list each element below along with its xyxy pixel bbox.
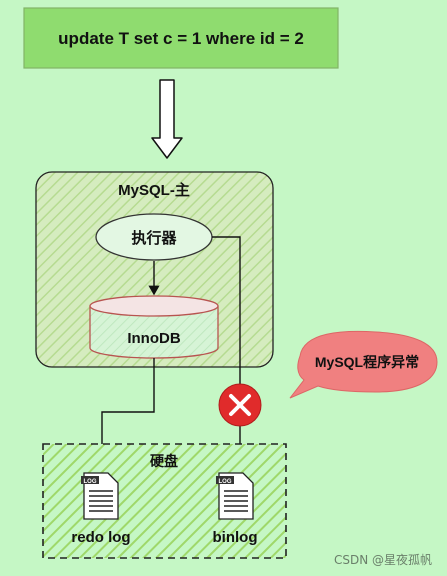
error-callout-text: MySQL程序异常 (315, 354, 419, 370)
executor-label: 执行器 (131, 229, 177, 247)
disk-label: 硬盘 (150, 453, 178, 469)
mysql-master-title: MySQL-主 (118, 181, 190, 199)
watermark-text: CSDN @星夜孤帆 (334, 552, 432, 567)
redo-log-file-icon: LOG (81, 472, 119, 520)
innodb-to-redolog-arrow (96, 358, 155, 472)
flow-down-arrow (151, 79, 183, 159)
svg-text:LOG: LOG (219, 479, 232, 485)
error-x-icon (218, 383, 262, 427)
error-callout: MySQL程序异常 (289, 330, 438, 399)
binlog-label: binlog (213, 529, 258, 546)
binlog-file-icon: LOG (216, 472, 254, 520)
innodb-cylinder: InnoDB (89, 295, 219, 359)
sql-statement-text: update T set c = 1 where id = 2 (58, 29, 304, 48)
innodb-label: InnoDB (127, 330, 180, 347)
redo-log-label: redo log (71, 529, 130, 546)
executor-node: 执行器 (95, 213, 213, 261)
sql-statement-box: update T set c = 1 where id = 2 (23, 7, 339, 69)
svg-text:LOG: LOG (84, 479, 97, 485)
